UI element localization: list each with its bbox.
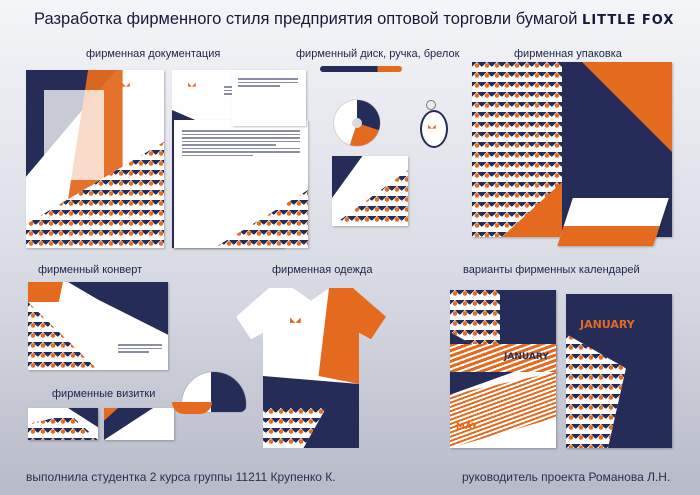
business-card-front [28, 408, 98, 440]
month-january-small: JANUARY [504, 352, 549, 362]
footer-supervisor: руководитель проекта Романова Л.Н. [462, 470, 671, 484]
footer-author: выполнила студентка 2 курса группы 11211… [26, 470, 336, 484]
envelope: ◣◢ [28, 282, 168, 370]
pen [320, 66, 402, 72]
keychain: ◣◢ [420, 110, 448, 148]
label-business-cards: фирменные визитки [52, 388, 156, 400]
fox-logo-icon-2: ◣◢ [188, 82, 196, 88]
t-shirt: ◣◢ [236, 288, 386, 448]
fox-logo-icon: ◣◢ [122, 82, 130, 88]
calendar-1-bottom: MAY [450, 372, 556, 448]
label-calendars: варианты фирменных календарей [463, 264, 640, 276]
letter-sheet [174, 120, 308, 248]
label-packaging: фирменная упаковка [514, 48, 622, 60]
fox-logo-icon-shirt: ◣◢ [290, 316, 301, 324]
fox-logo-icon-3: ◣◢ [34, 288, 42, 294]
calendar-2: JANUARY [566, 294, 672, 448]
letterhead-small [232, 70, 306, 126]
label-disk-pen-keychain: фирменный диск, ручка, брелок [296, 48, 460, 60]
business-card-back [104, 408, 174, 440]
label-documentation: фирменная документация [86, 48, 221, 60]
title-prefix: Разработка фирменного стиля предприятия … [34, 10, 578, 28]
small-folder [557, 198, 669, 246]
keychain-ring-icon [426, 100, 436, 110]
cd-disk [334, 100, 380, 146]
month-january: JANUARY [580, 318, 635, 331]
calendar-1-strip: JANUARY [450, 344, 556, 374]
label-clothing: фирменная одежда [272, 264, 373, 276]
title-brand: LITTLE FOX [582, 13, 675, 28]
letterhead-sheet: ◣◢ [26, 70, 164, 248]
month-may: MAY [456, 422, 478, 432]
disk-sleeve [332, 156, 408, 226]
label-envelope: фирменный конверт [38, 264, 143, 276]
page-title: Разработка фирменного стиля предприятия … [34, 10, 674, 29]
